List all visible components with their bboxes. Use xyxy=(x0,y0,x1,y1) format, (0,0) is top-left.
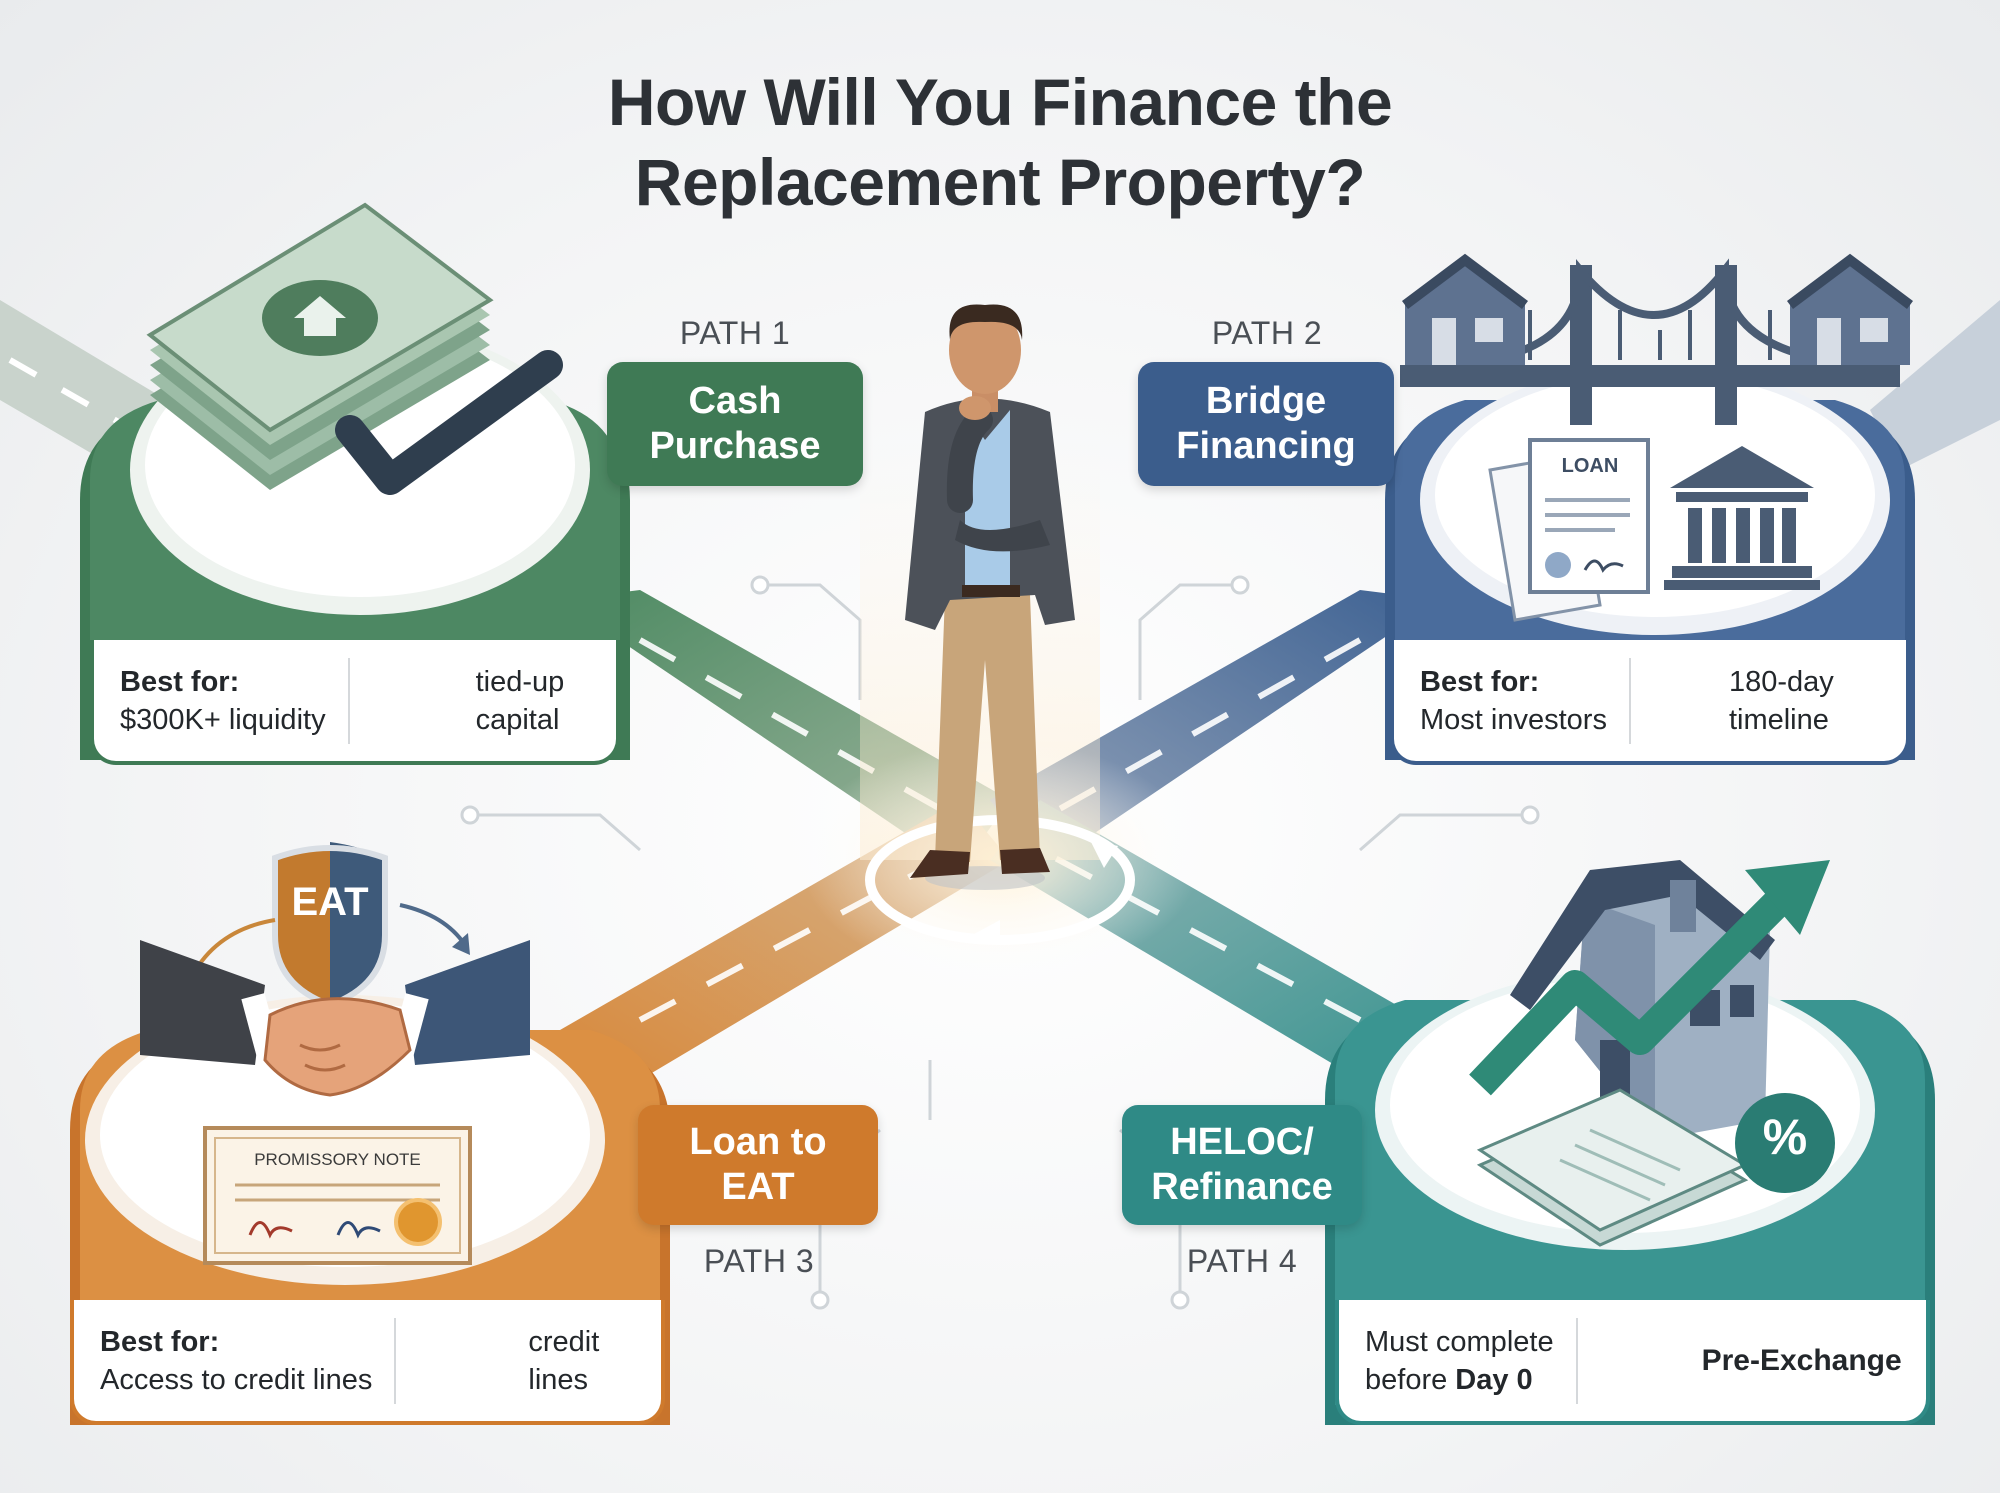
path-4-title: HELOC/ Refinance xyxy=(1122,1105,1362,1225)
path-4-must-line-1: Must complete xyxy=(1365,1325,1554,1358)
bridge-icon xyxy=(1400,253,1913,425)
path-3-side-note: credit lines xyxy=(528,1323,599,1399)
path-3-side-line-2: lines xyxy=(528,1363,589,1396)
path-4-info-card: Must complete before Day 0 Pre-Exchange xyxy=(1335,1300,1930,1425)
person-figure xyxy=(905,304,1075,890)
path-1-label: PATH 1 xyxy=(679,315,791,351)
path-4-title-line-2: Refinance xyxy=(1151,1166,1333,1208)
path-1-info-card: Best for: $300K+ liquidity tied-up capit… xyxy=(90,640,620,765)
growth-arrow-icon xyxy=(1469,879,1801,1096)
handshake-icon xyxy=(140,940,530,1097)
path-2-side-note: 180-day timeline xyxy=(1729,663,1834,739)
path-2-title-line-1: Bridge xyxy=(1205,380,1327,422)
divider xyxy=(347,657,350,744)
path-4-day-zero: Day 0 xyxy=(1455,1363,1533,1396)
path-2-info-card: Best for: Most investors 180-day timelin… xyxy=(1390,640,1910,765)
path-1-best-for-label: Best for: xyxy=(120,665,240,698)
path-3-title-line-1: Loan to xyxy=(689,1121,827,1163)
percent-badge-icon xyxy=(1735,1093,1835,1193)
bills-icon xyxy=(1476,1088,1749,1247)
shield-label: EAT xyxy=(291,880,369,924)
rotate-arrow-icon xyxy=(1090,840,1118,868)
arrow-icon xyxy=(399,903,467,947)
path-2-label: PATH 2 xyxy=(1211,315,1323,351)
path-2-title: Bridge Financing xyxy=(1138,362,1394,486)
path-3-best-for-label: Best for: xyxy=(100,1325,220,1358)
path-1-best-for-text: $300K+ liquidity xyxy=(120,703,326,736)
path-3-best-for-text: Access to credit lines xyxy=(100,1363,373,1396)
path-2-side-line-1: 180-day xyxy=(1728,665,1834,698)
path-4-title-line-1: HELOC/ xyxy=(1170,1121,1314,1163)
title-line-1: How Will You Finance the xyxy=(607,65,1393,139)
path-4-must-complete: Must complete before Day 0 xyxy=(1339,1323,1554,1399)
path-1-side-note: tied-up capital xyxy=(476,663,565,739)
path-2-best-for-text: Most investors xyxy=(1420,703,1607,736)
path-4-must-line-2: before Day 0 xyxy=(1365,1361,1554,1399)
checkmark-icon xyxy=(335,350,563,495)
path-4-side-text: Pre-Exchange xyxy=(1701,1343,1902,1377)
path-3-title: Loan to EAT xyxy=(638,1105,878,1225)
path-1-side-line-2: capital xyxy=(475,703,560,736)
path-1-best-for: Best for: $300K+ liquidity xyxy=(94,663,326,739)
path-2-side-line-2: timeline xyxy=(1728,703,1829,736)
path-3-best-for: Best for: Access to credit lines xyxy=(74,1323,372,1399)
path-1-title: Cash Purchase xyxy=(607,362,863,486)
path-2-best-for-label: Best for: xyxy=(1420,665,1540,698)
path-2-title-line-2: Financing xyxy=(1176,425,1356,467)
path-3-title-line-2: EAT xyxy=(721,1166,795,1208)
divider xyxy=(1628,657,1631,744)
path-3-label: PATH 3 xyxy=(703,1243,815,1279)
promissory-note-icon xyxy=(203,1126,472,1265)
path-3-info-card: Best for: Access to credit lines credit … xyxy=(70,1300,665,1425)
page-title: How Will You Finance the Replacement Pro… xyxy=(0,62,2000,222)
path-1-side-line-1: tied-up xyxy=(475,665,565,698)
bank-building-icon xyxy=(1664,446,1820,590)
path-1-title-line-1: Cash xyxy=(688,380,782,422)
path-4-label: PATH 4 xyxy=(1186,1243,1298,1279)
shield-icon xyxy=(272,842,388,1009)
divider xyxy=(394,1317,397,1404)
path-4-must-line-2-prefix: before xyxy=(1365,1363,1456,1396)
promissory-note-label: PROMISSORY NOTE xyxy=(254,1150,421,1169)
money-stack-icon xyxy=(146,202,494,490)
road-far-right xyxy=(1870,300,2000,470)
path-1-title-line-2: Purchase xyxy=(649,425,821,467)
path-2-best-for: Best for: Most investors xyxy=(1394,663,1607,739)
loan-document-label: LOAN xyxy=(1561,455,1619,477)
title-line-2: Replacement Property? xyxy=(634,145,1366,219)
path-3-side-line-1: credit xyxy=(528,1325,600,1358)
percent-badge: % xyxy=(1762,1109,1808,1165)
divider xyxy=(1575,1317,1578,1404)
loan-document-icon xyxy=(1488,438,1650,622)
